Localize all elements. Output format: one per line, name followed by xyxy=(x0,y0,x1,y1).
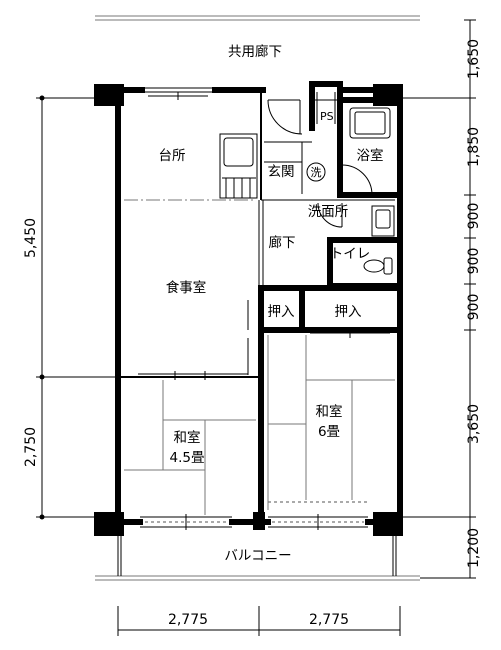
label-entrance: 玄関 xyxy=(268,163,295,180)
entrance-door xyxy=(264,99,312,194)
label-washer: 洗 xyxy=(311,166,322,179)
dim-right-4: 900 xyxy=(466,248,482,275)
toilet-fixture xyxy=(363,257,393,275)
label-common-corridor: 共用廊下 xyxy=(228,43,282,60)
label-dining: 食事室 xyxy=(166,279,207,296)
label-hallway: 廊下 xyxy=(269,234,296,251)
dim-line-bottom xyxy=(117,606,401,636)
label-balcony: バルコニー xyxy=(224,548,291,564)
tatami-small xyxy=(124,380,256,515)
bath-fixtures xyxy=(341,107,391,196)
label-washitsu-large-size: 6畳 xyxy=(318,424,340,440)
label-washitsu-small: 和室 xyxy=(174,429,201,446)
dim-line-right xyxy=(400,19,476,579)
dim-right-1: 1,650 xyxy=(466,39,482,79)
dim-bottom-left: 2,775 xyxy=(168,612,208,628)
balcony-windows xyxy=(140,501,368,530)
label-ps: PS xyxy=(320,110,334,123)
dim-line-left xyxy=(36,95,122,520)
dim-right-7: 1,200 xyxy=(466,528,482,568)
corridor-edge xyxy=(95,15,420,21)
dim-bottom-right: 2,775 xyxy=(309,612,349,628)
dim-right-6: 3,650 xyxy=(466,404,482,444)
dim-left-upper: 5,450 xyxy=(23,218,39,258)
washer-icon xyxy=(306,162,326,182)
interior-walls xyxy=(120,81,398,523)
kitchen-counter xyxy=(219,133,258,199)
label-washroom: 洗面所 xyxy=(308,204,349,220)
label-toilet: トイレ xyxy=(330,246,371,262)
label-closet-left: 押入 xyxy=(268,304,295,320)
dim-left-lower: 2,750 xyxy=(23,427,39,467)
tatami-large xyxy=(267,330,395,510)
label-closet-right: 押入 xyxy=(335,304,362,320)
label-washitsu-large: 和室 xyxy=(316,403,343,420)
dim-right-5: 900 xyxy=(466,294,482,321)
dim-right-2: 1,850 xyxy=(466,127,482,167)
dim-right-3: 900 xyxy=(466,203,482,230)
balcony-edge xyxy=(95,530,420,581)
label-kitchen: 台所 xyxy=(159,148,186,164)
label-washitsu-small-size: 4.5畳 xyxy=(170,450,205,466)
label-bath: 浴室 xyxy=(357,147,384,164)
washroom-fixtures xyxy=(317,202,395,237)
